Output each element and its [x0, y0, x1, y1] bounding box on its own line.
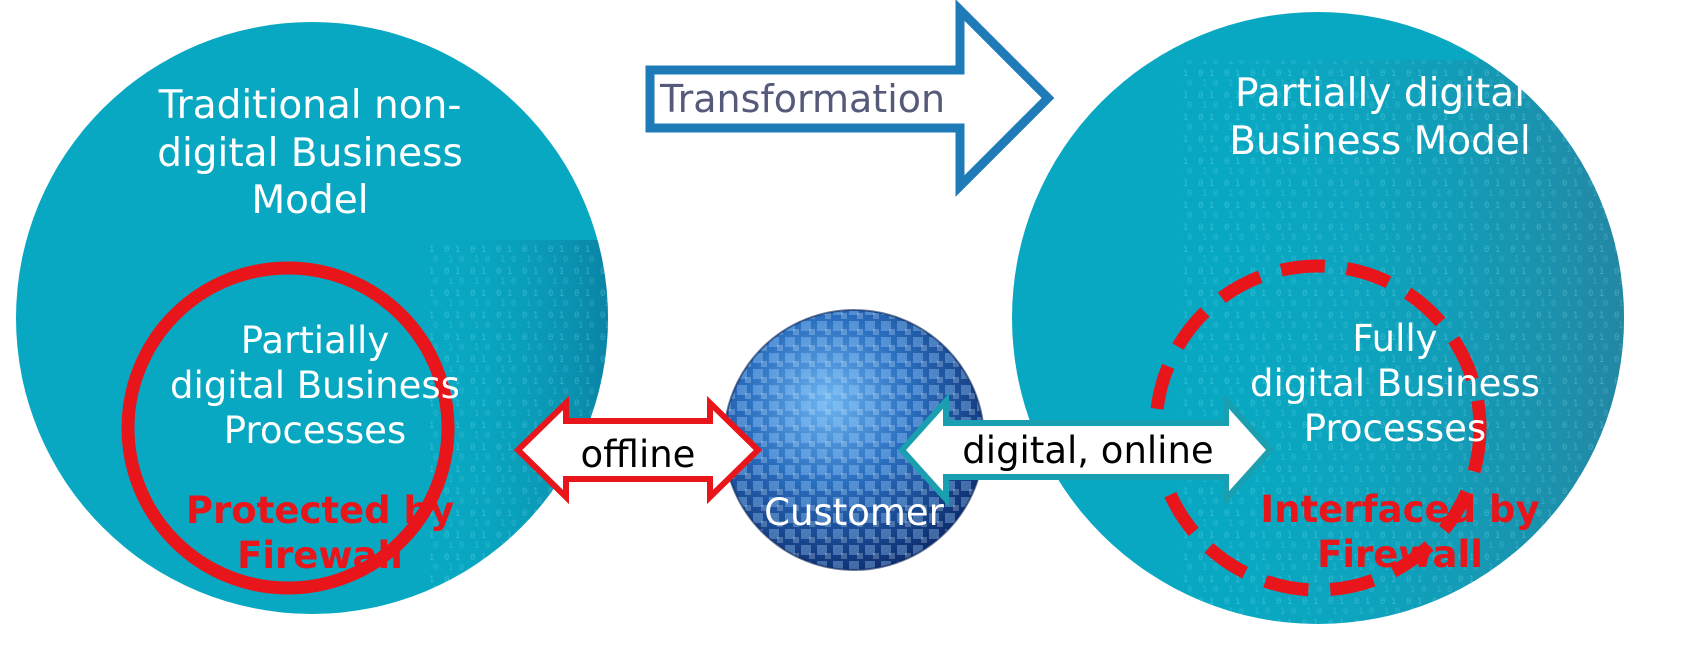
- customer-globe: [723, 309, 985, 571]
- arrow-right-icon: [645, 0, 1055, 197]
- double-arrow-icon: [897, 393, 1275, 507]
- left-model-title: Traditional non- digital Business Model: [157, 83, 463, 224]
- right-processes-label: Fully digital Business Processes: [1250, 317, 1540, 451]
- left-firewall-label: Protected by Firewall: [185, 489, 455, 578]
- double-arrow-icon: [513, 395, 763, 505]
- online-label: digital, online: [962, 429, 1214, 472]
- right-model-title: Partially digital Business Model: [1229, 71, 1531, 164]
- transformation-arrow: [645, 0, 1055, 197]
- offline-link: [513, 395, 763, 505]
- right-firewall-label: Interfaced by Firewall: [1260, 488, 1540, 577]
- transformation-label: Transformation: [660, 77, 946, 121]
- offline-label: offline: [580, 433, 696, 476]
- customer-label: Customer: [764, 491, 944, 534]
- right-firewall-ring: [1149, 259, 1487, 597]
- online-link: [897, 393, 1275, 507]
- left-firewall-ring: [121, 261, 455, 595]
- left-processes-label: Partially digital Business Processes: [170, 319, 460, 453]
